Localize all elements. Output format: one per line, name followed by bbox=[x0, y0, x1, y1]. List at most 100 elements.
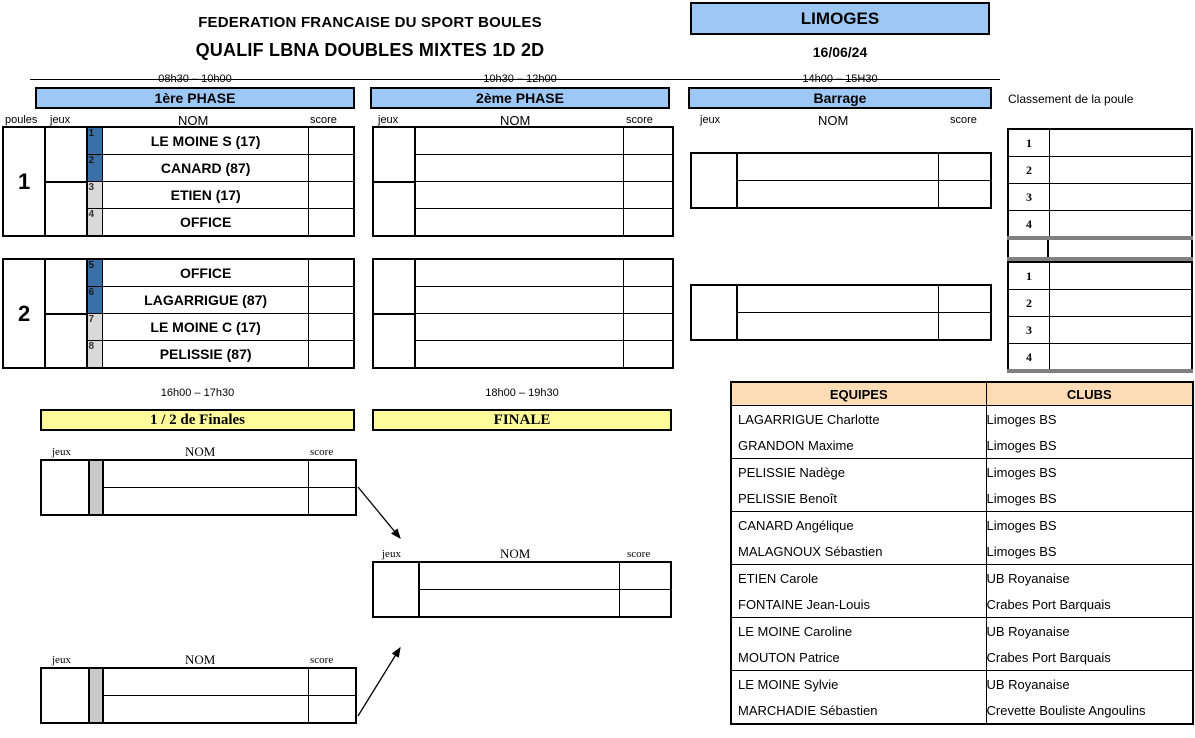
list-item[interactable]: 1 bbox=[1007, 261, 1193, 290]
rank-name-cell[interactable] bbox=[1049, 261, 1193, 290]
score-cell[interactable] bbox=[622, 154, 674, 182]
table-row[interactable] bbox=[691, 180, 992, 209]
score-cell[interactable] bbox=[622, 286, 674, 314]
score-cell[interactable] bbox=[622, 208, 674, 237]
team-name[interactable]: CANARD (87) bbox=[102, 154, 310, 182]
jeux-cell[interactable] bbox=[372, 126, 416, 183]
team-name[interactable]: LE MOINE S (17) bbox=[102, 126, 310, 155]
jeux-cell[interactable] bbox=[44, 180, 89, 237]
table-row[interactable] bbox=[373, 286, 674, 314]
table-row[interactable]: 4 OFFICE bbox=[3, 208, 355, 237]
team-name[interactable]: LAGARRIGUE (87) bbox=[102, 286, 310, 314]
table-row[interactable] bbox=[372, 180, 674, 237]
table-row[interactable]: 3 ETIEN (17) bbox=[3, 180, 355, 237]
jeux-cell[interactable] bbox=[40, 459, 90, 516]
phase-2-time: 10h30 – 12h00 bbox=[483, 73, 557, 85]
name-cell[interactable] bbox=[414, 208, 624, 237]
team-name[interactable]: PELISSIE (87) bbox=[102, 340, 310, 369]
name-cell[interactable] bbox=[414, 313, 624, 341]
score-cell[interactable] bbox=[308, 208, 355, 237]
list-item[interactable]: 2 bbox=[1007, 289, 1193, 317]
list-item[interactable]: 4 bbox=[1007, 343, 1193, 372]
jeux-cell[interactable] bbox=[40, 667, 90, 724]
name-cell[interactable] bbox=[418, 589, 620, 618]
score-cell[interactable] bbox=[308, 340, 355, 369]
name-cell[interactable] bbox=[736, 152, 940, 181]
table-row[interactable] bbox=[689, 152, 992, 209]
score-cell[interactable] bbox=[618, 589, 672, 618]
table-row[interactable] bbox=[373, 208, 674, 237]
jeux-cell[interactable] bbox=[689, 284, 739, 341]
table-row[interactable]: 7 LE MOINE C (17) bbox=[3, 312, 355, 369]
score-cell[interactable] bbox=[938, 312, 992, 341]
table-row[interactable]: 1 1 LE MOINE S (17) bbox=[1, 126, 355, 237]
name-cell[interactable] bbox=[736, 180, 940, 209]
score-cell[interactable] bbox=[307, 487, 357, 516]
table-row[interactable]: 2 CANARD (87) bbox=[3, 154, 355, 182]
score-cell[interactable] bbox=[308, 313, 355, 341]
jeux-cell[interactable] bbox=[44, 312, 89, 369]
table-row[interactable] bbox=[40, 667, 357, 724]
table-row[interactable] bbox=[373, 589, 672, 618]
rank-name-cell[interactable] bbox=[1049, 289, 1193, 317]
table-row[interactable] bbox=[41, 487, 357, 516]
rank-name-cell[interactable] bbox=[1049, 316, 1193, 344]
name-cell[interactable] bbox=[414, 286, 624, 314]
score-cell[interactable] bbox=[307, 667, 357, 696]
list-item[interactable]: 2 bbox=[1007, 156, 1193, 184]
jeux-cell[interactable] bbox=[372, 561, 420, 618]
team-name[interactable]: ETIEN (17) bbox=[102, 181, 310, 209]
name-cell[interactable] bbox=[414, 154, 624, 182]
score-cell[interactable] bbox=[622, 258, 674, 287]
jeux-cell[interactable] bbox=[372, 258, 416, 315]
table-row[interactable] bbox=[372, 312, 674, 369]
name-cell[interactable] bbox=[414, 340, 624, 369]
rank-name-cell[interactable] bbox=[1049, 183, 1193, 211]
name-cell[interactable] bbox=[102, 695, 309, 724]
table-row[interactable] bbox=[372, 126, 674, 183]
table-row[interactable] bbox=[41, 695, 357, 724]
score-cell[interactable] bbox=[622, 181, 674, 209]
table-row[interactable] bbox=[373, 340, 674, 369]
list-item[interactable]: 1 bbox=[1007, 128, 1193, 157]
score-cell[interactable] bbox=[308, 286, 355, 314]
table-row[interactable] bbox=[691, 312, 992, 341]
score-cell[interactable] bbox=[308, 181, 355, 209]
team-name[interactable]: OFFICE bbox=[102, 208, 310, 237]
score-cell[interactable] bbox=[938, 180, 992, 209]
team-name[interactable]: LE MOINE C (17) bbox=[102, 313, 310, 341]
score-cell[interactable] bbox=[938, 152, 992, 181]
table-row[interactable]: 8 PELISSIE (87) bbox=[3, 340, 355, 369]
jeux-cell[interactable] bbox=[372, 180, 416, 237]
score-cell[interactable] bbox=[622, 313, 674, 341]
rank-name-cell[interactable] bbox=[1049, 343, 1193, 372]
score-cell[interactable] bbox=[307, 459, 357, 488]
table-row[interactable] bbox=[372, 258, 674, 315]
table-row[interactable] bbox=[373, 154, 674, 182]
list-item[interactable]: 3 bbox=[1007, 316, 1193, 344]
list-item[interactable]: 3 bbox=[1007, 183, 1193, 211]
table-row[interactable]: 6 LAGARRIGUE (87) bbox=[3, 286, 355, 314]
name-cell[interactable] bbox=[414, 181, 624, 209]
name-cell[interactable] bbox=[102, 487, 309, 516]
jeux-cell[interactable] bbox=[44, 258, 89, 315]
jeux-cell[interactable] bbox=[44, 126, 89, 183]
score-cell[interactable] bbox=[622, 340, 674, 369]
score-cell[interactable] bbox=[307, 695, 357, 724]
jeux-cell[interactable] bbox=[689, 152, 739, 209]
jeux-cell[interactable] bbox=[372, 312, 416, 369]
rank-name-cell[interactable] bbox=[1049, 128, 1193, 157]
name-cell[interactable] bbox=[414, 258, 624, 287]
